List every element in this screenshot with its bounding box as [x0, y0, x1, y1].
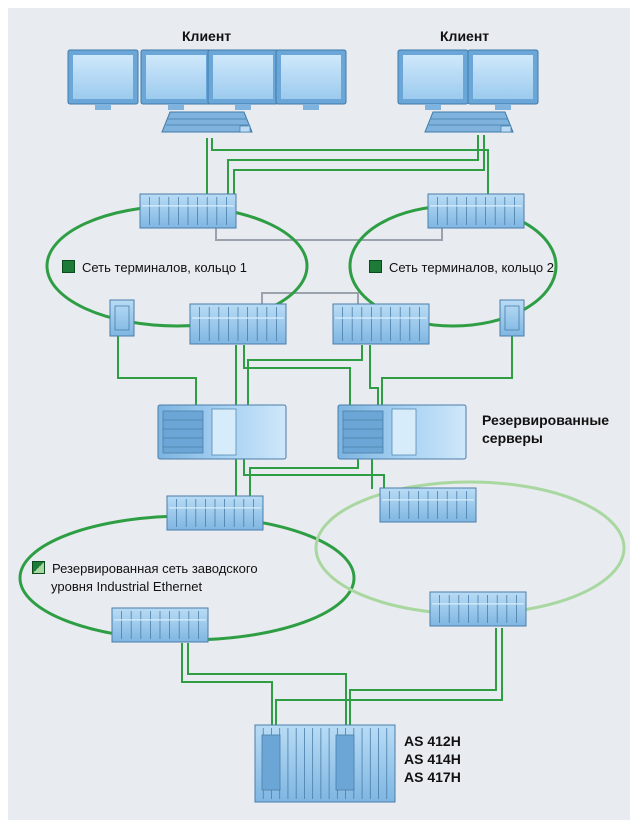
plant-network-label-line1: Резервированная сеть заводского — [32, 560, 258, 577]
client-left-monitors — [67, 49, 347, 133]
client-left-label: Клиент — [182, 28, 232, 44]
keyboard-icon — [424, 111, 514, 133]
switch-icon — [111, 607, 209, 643]
switch-icon — [139, 193, 237, 229]
legend-split-square-icon — [32, 561, 45, 574]
plant-line1-text: Резервированная сеть заводского — [52, 561, 258, 576]
as-model-1: AS 412H — [404, 733, 461, 749]
monitor-icon — [397, 49, 469, 110]
as-model-3: AS 417H — [404, 769, 461, 785]
servers-label-line1: Резервированные — [482, 412, 610, 428]
ring-1-text: Сеть терминалов, кольцо 1 — [82, 260, 248, 275]
switch-icon — [427, 193, 525, 229]
monitor-icon — [275, 49, 347, 110]
background-panel — [8, 8, 630, 820]
network-links — [117, 135, 513, 726]
switch-icon — [332, 303, 430, 345]
legend-square-icon — [369, 260, 382, 273]
monitor-icon — [467, 49, 539, 110]
ring-1-label: Сеть терминалов, кольцо 1 — [62, 259, 247, 276]
plant-network-label-line2: уровня Industrial Ethernet — [51, 579, 203, 594]
ring-2-label: Сеть терминалов, кольцо 2 — [369, 259, 554, 276]
server-icon — [337, 404, 467, 460]
monitor-icon — [67, 49, 139, 110]
switch-icon — [379, 487, 477, 523]
controller-icon — [254, 724, 396, 803]
gray-links — [215, 228, 443, 304]
switch-icon — [166, 495, 264, 531]
switch-icon — [429, 591, 527, 627]
as-model-2: AS 414H — [404, 751, 461, 767]
switch-icon — [499, 299, 525, 337]
legend-square-icon — [62, 260, 75, 273]
monitor-icon — [207, 49, 279, 110]
monitor-icon — [140, 49, 212, 110]
switch-icon — [189, 303, 287, 345]
switches — [111, 193, 527, 643]
client-right-label: Клиент — [440, 28, 490, 44]
servers-label-line2: серверы — [482, 430, 543, 446]
keyboard-icon — [161, 111, 253, 133]
ring-2-text: Сеть терминалов, кольцо 2 — [389, 260, 555, 275]
server-icon — [157, 404, 287, 460]
client-right-monitors — [397, 49, 539, 133]
switch-icon — [109, 299, 135, 337]
